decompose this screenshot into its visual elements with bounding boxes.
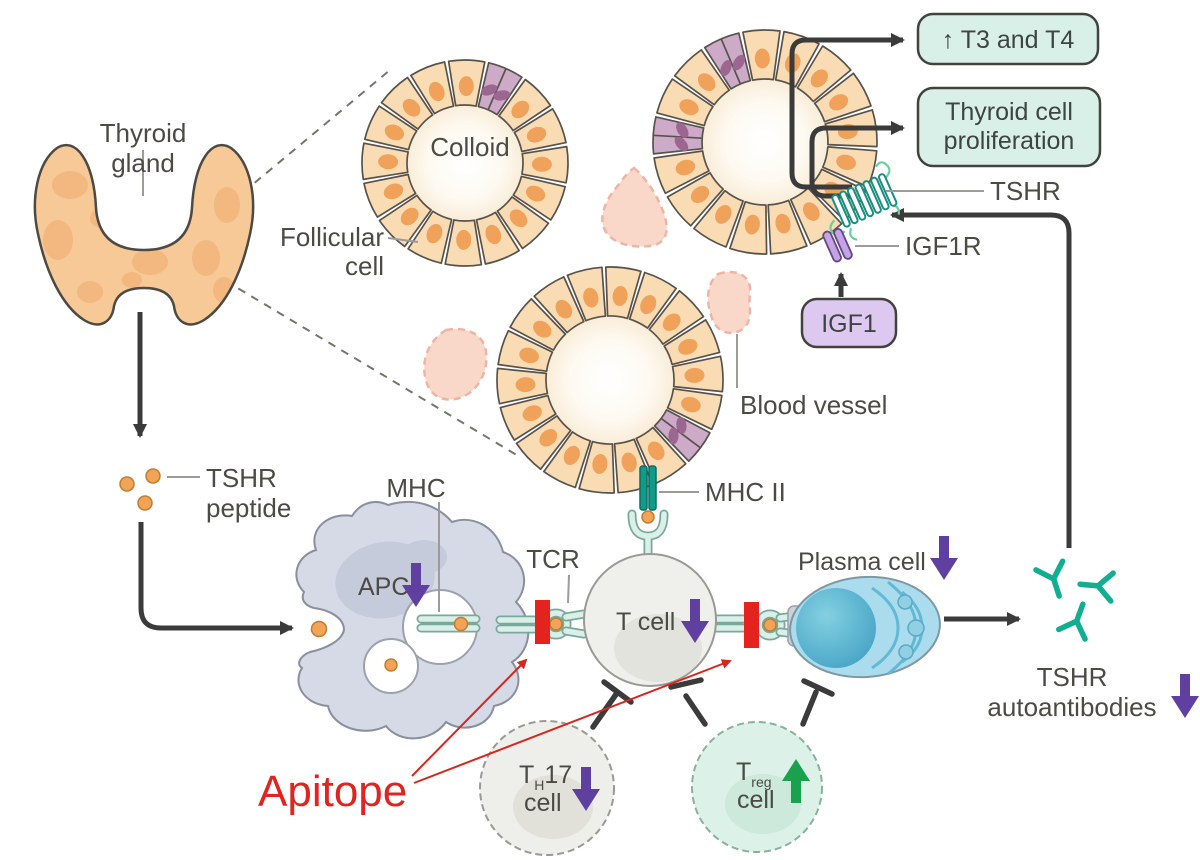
blood-vessel-blobs: [422, 166, 752, 401]
igf1-box-label: IGF1: [821, 310, 877, 338]
proliferation-box: [916, 86, 1102, 168]
follicle-bottom: [496, 266, 724, 494]
th17-label: TH17: [519, 761, 572, 793]
apitope-arrow-2: [413, 659, 732, 784]
colloid-label: Colloid: [430, 132, 510, 162]
treg-label-line2: cell: [737, 786, 775, 814]
plasma-cell: [787, 575, 941, 679]
plasma-nucleus: [796, 588, 876, 668]
tshr-autoantibody-icons: [1036, 561, 1113, 639]
follicle-top-left: [361, 59, 569, 267]
follicular-cell-label-1: Follicular: [280, 222, 384, 252]
apc-label: APC: [358, 573, 409, 601]
igf1r-receptor-icon: [822, 228, 853, 263]
tshr-peptide-label-2: peptide: [206, 493, 291, 523]
mhc2-receptor-icon: [639, 465, 657, 511]
antibody-icon: [1036, 561, 1073, 600]
peptide-dot-tcr: [549, 617, 563, 631]
blood-vessel-left: [422, 327, 488, 401]
tshr-peptide-dots: [119, 468, 161, 511]
tcr-label: TCR: [526, 544, 579, 574]
autoantibodies-label-2: autoantibodies: [987, 692, 1156, 722]
signal-arrows: [133, 33, 1072, 635]
proliferating-follicular-cell: [477, 61, 523, 116]
treg-shading: [725, 774, 801, 834]
th17-cell: [479, 720, 615, 856]
th17-shading: [513, 775, 593, 839]
igf1-box: [800, 297, 898, 349]
peptide-dot-vesicle2: [384, 658, 398, 672]
peptide-dot-mhc: [453, 616, 469, 632]
igf1r-label: IGF1R: [905, 231, 982, 261]
treg-label: Treg: [736, 758, 772, 790]
autoantibodies-label-1: TSHR: [1037, 662, 1108, 692]
t-cell-label: T cell: [616, 608, 675, 636]
proliferating-follicular-cell: [652, 116, 705, 155]
proliferation-box-line2: proliferation: [944, 127, 1075, 155]
down-arrow-autoantibodies: [1171, 674, 1199, 718]
thyroid-gland-label-2: gland: [111, 148, 175, 178]
apitope-label: Apitope: [258, 767, 407, 816]
inhibition-tbar-2: [668, 677, 708, 727]
inhibition-tbar-1: [590, 679, 634, 730]
treg-cell: [691, 721, 823, 853]
proliferation-box-line1: Thyroid cell: [945, 98, 1073, 126]
apc-cell: [295, 500, 530, 740]
antibody-icon: [1059, 599, 1096, 639]
blood-vessel-right: [706, 270, 752, 335]
plasma-cell-label: Plasma cell: [798, 548, 926, 576]
tcr-pointer: [567, 574, 570, 604]
t-cell-shading: [614, 614, 702, 682]
apc-nucleus-lobe: [401, 540, 447, 574]
t-cell-top-receptor: [627, 509, 669, 561]
blood-vessel-label: Blood vessel: [740, 390, 887, 420]
arrow-tshr-to-t3t4: [789, 33, 905, 190]
thyroid-gland-label-1: Thyroid: [100, 118, 187, 148]
follicle-top-right: [652, 29, 878, 255]
mhc2-label: MHC II: [705, 477, 786, 507]
tshr-label: TSHR: [990, 176, 1061, 206]
peptide-dot-mhc2: [641, 510, 655, 524]
apitope-block-2: [744, 602, 759, 648]
arrow-tshr-to-proliferation: [809, 121, 905, 199]
down-arrow-plasma: [930, 536, 958, 580]
follicular-cell-label-2: cell: [345, 251, 384, 281]
blood-vessel-center: [601, 166, 668, 248]
mhc-label: MHC: [386, 473, 445, 503]
antibody-icon: [1079, 570, 1113, 601]
inhibition-tbar-3: [800, 678, 835, 727]
follicular-cell-pointer: [387, 237, 419, 243]
t3t4-box: [916, 12, 1100, 66]
arrow-peptide-to-apc: [138, 522, 294, 635]
inhibition-tbars: [590, 677, 835, 730]
peptide-dot-apc-notch: [310, 620, 328, 638]
t-cell: [583, 553, 717, 687]
outcome-boxes: ↑ T3 and T4 Thyroid cell proliferation I…: [800, 12, 1102, 349]
plasma-vesicle-dots: [897, 594, 925, 660]
proliferating-follicular-cell: [653, 409, 711, 462]
apitope-block-1: [535, 600, 550, 644]
apitope-arrow-1: [411, 658, 528, 777]
t3t4-box-label: ↑ T3 and T4: [942, 26, 1075, 54]
arrow-autoantibody-to-tshr: [890, 208, 1072, 548]
th17-label-line2: cell: [524, 789, 562, 817]
tshr-peptide-label-1: TSHR: [206, 463, 277, 493]
label-lines: [142, 150, 984, 612]
peptide-dot-tcr2: [763, 618, 777, 632]
